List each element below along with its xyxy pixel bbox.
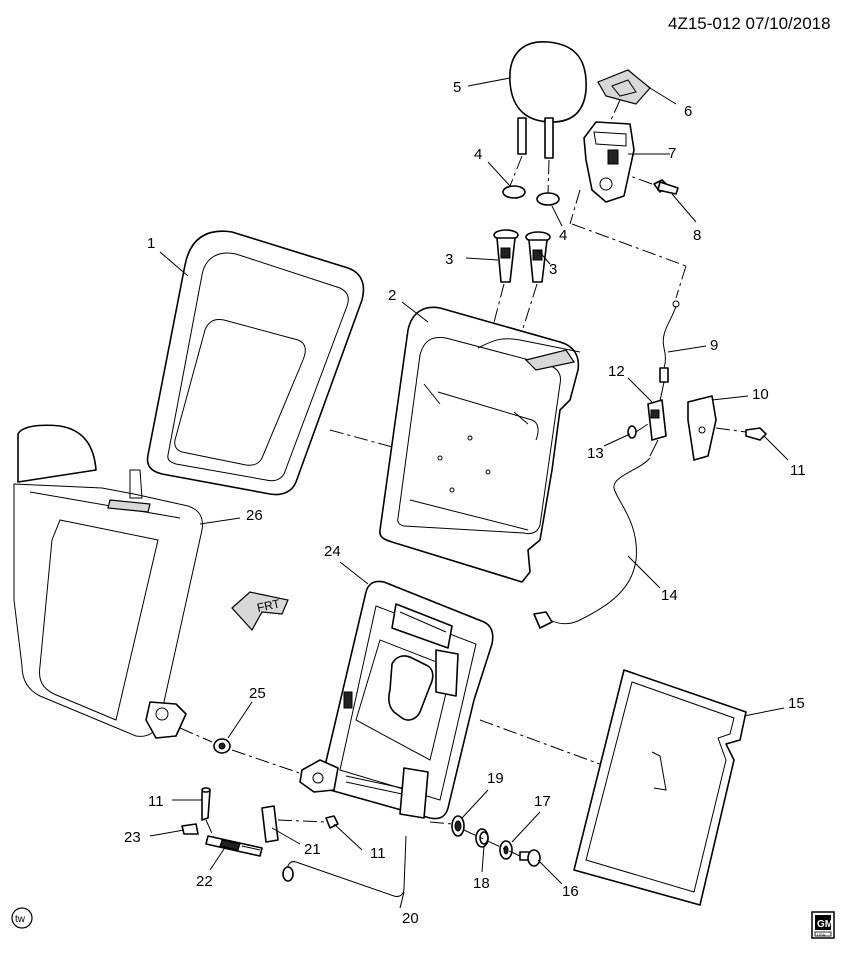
rod-clip [181, 823, 199, 835]
callout-10: 10 [752, 386, 769, 403]
callout-13: 13 [587, 445, 604, 462]
callout-11-left: 11 [148, 793, 164, 810]
callout-12: 12 [608, 363, 625, 380]
callout-4-left: 4 [474, 146, 483, 163]
callout-21: 21 [304, 841, 321, 858]
gm-logo: GM USA [811, 911, 835, 939]
seat-back-frame [299, 580, 494, 820]
headrest [509, 41, 587, 195]
pivot-bushing [451, 815, 465, 837]
callout-5: 5 [453, 79, 462, 96]
pivot-pin [201, 787, 211, 821]
callout-18: 18 [473, 875, 490, 892]
pivot-washer [499, 840, 513, 860]
release-cable [657, 300, 680, 409]
callout-23: 23 [124, 829, 141, 846]
svg-text:USA: USA [817, 932, 826, 937]
callout-19: 19 [487, 770, 504, 787]
callout-14: 14 [661, 587, 678, 604]
washer-right [536, 192, 560, 206]
adjacent-seat-back [13, 424, 203, 739]
seat-back-pad [379, 306, 581, 583]
retaining-clip [627, 425, 637, 439]
washer-left [502, 185, 526, 199]
latch-bolt [629, 175, 679, 195]
tw-mark-circle [11, 907, 33, 929]
bezel-screw [745, 427, 767, 441]
seat-back-latch [583, 121, 635, 203]
callout-3-left: 3 [445, 251, 454, 268]
seat-back-cover [146, 230, 365, 496]
callout-15: 15 [788, 695, 805, 712]
release-handle-bezel [687, 395, 717, 461]
seat-back-panel [573, 669, 747, 906]
pivot-bolt [519, 849, 541, 867]
latch-rod [205, 835, 263, 857]
release-handle [647, 399, 667, 457]
callout-4-right: 4 [559, 227, 568, 244]
callout-11-right: 11 [790, 462, 806, 479]
rod-bracket [261, 805, 279, 843]
front-direction-label: FRT [256, 596, 282, 615]
callout-9: 9 [710, 337, 719, 354]
callout-11-bottom: 11 [370, 845, 386, 862]
callout-24: 24 [324, 543, 341, 560]
callout-16: 16 [562, 883, 579, 900]
callout-3-right: 3 [549, 261, 558, 278]
diagram-reference-number: 4Z15-012 07/10/2018 [668, 14, 831, 33]
callout-20: 20 [402, 910, 419, 927]
front-direction-arrow [231, 591, 289, 632]
tw-mark: tw [15, 914, 26, 925]
callout-26: 26 [246, 507, 263, 524]
callout-17: 17 [534, 793, 551, 810]
callout-2: 2 [388, 287, 397, 304]
callout-7: 7 [668, 145, 677, 162]
callout-22: 22 [196, 873, 213, 890]
svg-text:GM: GM [817, 919, 833, 930]
callout-25: 25 [249, 685, 266, 702]
callout-1: 1 [147, 235, 156, 252]
callout-6: 6 [684, 103, 693, 120]
latch-bezel [597, 69, 651, 105]
headrest-guide-right [519, 231, 551, 339]
latch-release-cable [545, 457, 651, 625]
headrest-guide-left [491, 229, 519, 331]
callout-8: 8 [693, 227, 702, 244]
